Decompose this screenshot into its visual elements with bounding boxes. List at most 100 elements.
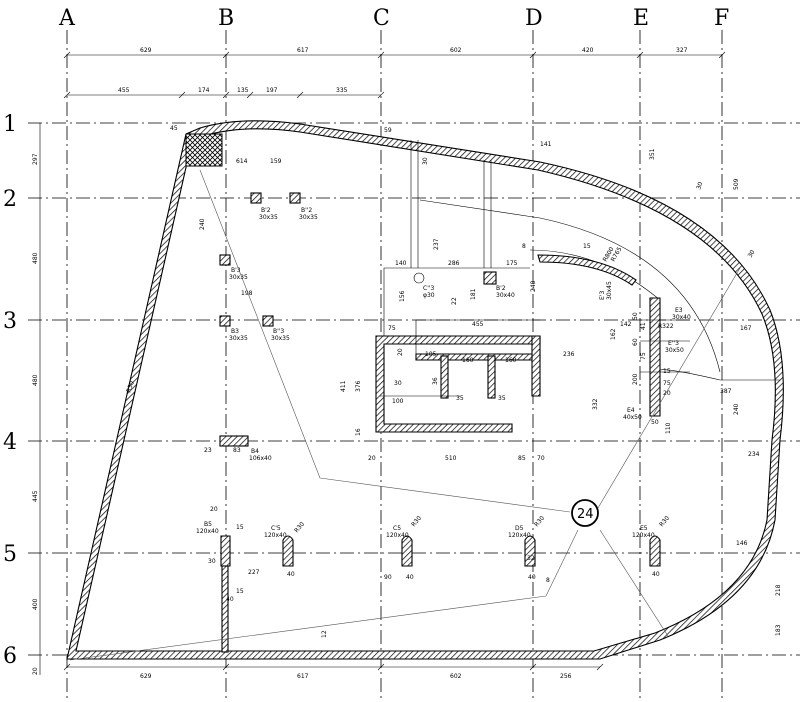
beam-label-b3: B3	[231, 328, 239, 335]
misc-dimensions: 45 59 141 351 509 614 159 240 198 140 28…	[170, 125, 782, 638]
axis-label-6: 6	[3, 644, 17, 669]
beam-labels: B'2 30x35 B''2 30x35 B'3 30x35 B3 30x35 …	[196, 207, 691, 539]
dim-misc-38: 236	[563, 351, 575, 358]
dim-misc-59: 227	[248, 569, 260, 576]
beam-size-c5: 120x40	[386, 532, 409, 539]
dim-bottom-cd: 602	[450, 673, 462, 680]
dim-sub-5: 335	[336, 87, 348, 94]
axis-label-e: E	[633, 6, 649, 31]
dim-misc-14: 237	[433, 238, 440, 250]
beam-size-b3: 30x35	[229, 335, 248, 342]
axis-label-2: 2	[3, 187, 17, 212]
dim-misc-15: 156	[399, 290, 406, 302]
beam-size-c3: φ30	[423, 292, 435, 299]
axis-label-f: F	[714, 6, 729, 31]
dim-misc-72: 40	[226, 596, 234, 603]
axis-label-b: B	[218, 6, 234, 31]
dim-misc-47: 15	[663, 368, 671, 375]
dim-misc-24: 160	[505, 357, 517, 364]
dim-misc-29: 100	[392, 398, 404, 405]
dim-misc-69: 40	[406, 574, 414, 581]
dim-misc-0: 45	[170, 125, 178, 132]
radius-label-e5: R30	[658, 515, 671, 529]
radius-label-c5: R30	[410, 515, 423, 529]
dim-misc-17: 181	[470, 288, 477, 300]
dim-misc-43: 41	[640, 322, 647, 330]
dim-wall-thickness: 30	[695, 181, 704, 191]
beam-size-b2b: 30x35	[299, 214, 318, 221]
dim-misc-67: 183	[775, 624, 782, 636]
dim-misc-31: 35	[498, 395, 506, 402]
curved-beams	[419, 199, 780, 417]
dim-misc-63: 32	[527, 555, 535, 562]
axis-label-4: 4	[3, 430, 17, 455]
dim-misc-32: 16	[355, 428, 362, 436]
detail-callout: 24	[571, 499, 599, 527]
dim-misc-51: 167	[740, 325, 752, 332]
beam-label-c5: C5	[393, 525, 401, 532]
dim-sub-3: 135	[237, 87, 249, 94]
dim-top-ef: 327	[676, 47, 688, 54]
dim-misc-41: 50	[632, 312, 639, 320]
dim-misc-4: 509	[733, 178, 740, 190]
beam-size-e5: 120x40	[632, 532, 655, 539]
dim-misc-8: 198	[241, 290, 253, 297]
dim-misc-50: 110	[665, 422, 672, 434]
top-dimension-chain: 629 617 602 420 327 455 174 135 197 335	[63, 47, 726, 99]
dim-misc-44: 75	[640, 352, 647, 360]
beam-label-b2a: B'2	[261, 207, 271, 214]
beam-size-e4: 40x50	[623, 414, 642, 421]
beam-size-b3a: 30x35	[229, 274, 248, 281]
dim-left-56: 400	[32, 598, 39, 610]
dim-misc-73: 12	[321, 630, 328, 638]
dim-misc-53: 240	[733, 403, 740, 415]
dim-misc-34: 85	[518, 455, 526, 462]
dim-misc-5: 614	[236, 158, 248, 165]
beam-label-c5a: C'5	[271, 525, 281, 532]
dim-misc-39: 142	[620, 321, 632, 328]
dim-misc-65: 146	[736, 540, 748, 547]
dim-misc-74: 30	[422, 157, 429, 165]
beam-size-b3b: 30x35	[271, 335, 290, 342]
axis-label-3: 3	[3, 309, 17, 334]
core-structure	[375, 140, 541, 433]
dim-sub-2: 174	[198, 87, 210, 94]
beam-label-b5: B5	[204, 521, 212, 528]
beam-label-e3: E3	[675, 307, 683, 314]
dim-misc-55: 23	[204, 447, 212, 454]
dim-misc-75: 30	[747, 249, 757, 259]
beam-label-b2c: B'2	[496, 285, 506, 292]
dim-misc-68: 40	[287, 571, 295, 578]
dim-misc-2: 141	[540, 141, 552, 148]
dim-misc-37: 332	[592, 398, 599, 410]
column-axis-labels: A B C D E F	[58, 6, 729, 31]
dim-misc-64: 8	[546, 577, 550, 584]
dim-misc-23: 160	[462, 357, 474, 364]
beam-size-e3b: 30x50	[665, 347, 684, 354]
beam-label-e3a: E'3	[599, 291, 606, 300]
row-axis-labels: 1 2 3 4 5 6	[3, 112, 17, 669]
radius-label-d5: R30	[533, 515, 546, 529]
beam-label-b2b: B''2	[301, 207, 312, 214]
axis-label-a: A	[58, 6, 76, 31]
dim-misc-22: 105	[425, 351, 437, 358]
dim-misc-60: 15	[236, 588, 244, 595]
dim-misc-20: 75	[388, 325, 396, 332]
dim-misc-46: 75	[663, 380, 671, 387]
dim-top-ab: 629	[140, 47, 152, 54]
dim-misc-57: 20	[210, 506, 218, 513]
axis-label-d: D	[525, 6, 543, 31]
beam-size-c5a: 120x40	[264, 532, 287, 539]
beam-label-b3b: B''3	[273, 328, 284, 335]
beam-size-b4: 106x40	[249, 455, 272, 462]
corner-column	[185, 133, 223, 167]
axis-label-1: 1	[3, 112, 17, 137]
dim-misc-19: 455	[472, 321, 484, 328]
dim-misc-33: 510	[445, 455, 457, 462]
dim-misc-36: 70	[537, 455, 545, 462]
dim-misc-71: 40	[652, 571, 660, 578]
beam-label-e5: E5	[640, 525, 648, 532]
dim-misc-62: 90	[384, 574, 392, 581]
beam-label-e4: E4	[627, 407, 635, 414]
dim-misc-26: 376	[355, 380, 362, 392]
